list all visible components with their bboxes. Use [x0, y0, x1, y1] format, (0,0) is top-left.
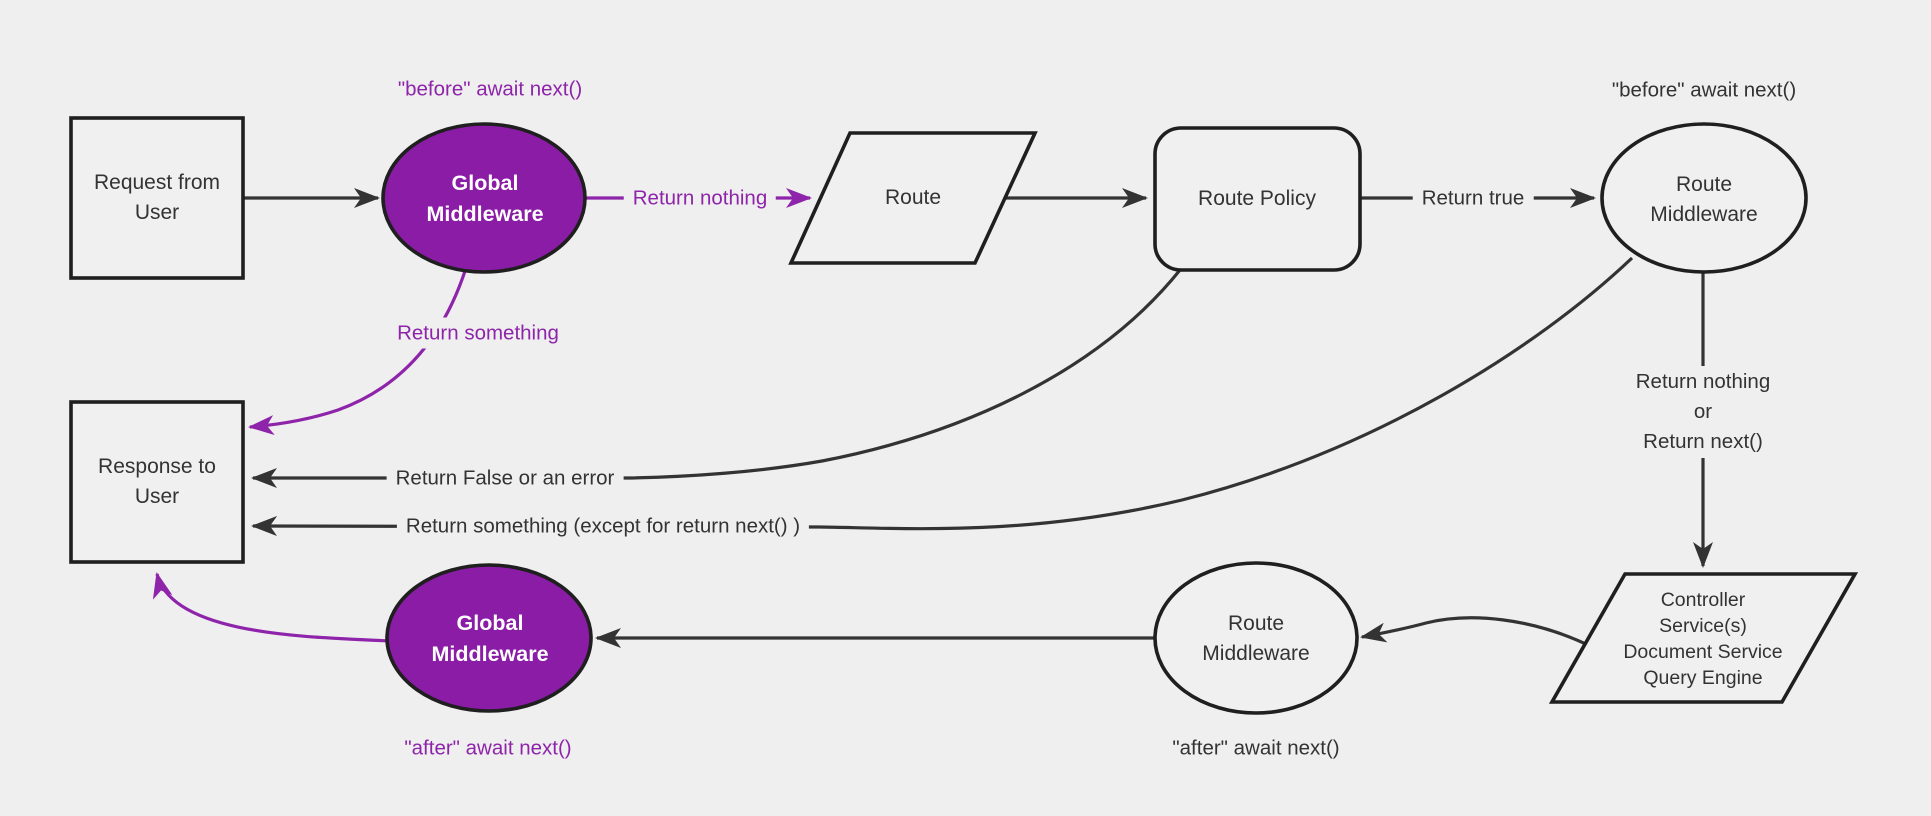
before-await-next-global-label: "before" await next() [397, 77, 583, 101]
node-controller-services [1548, 572, 1859, 704]
node-global-middleware-top [381, 122, 587, 274]
after-await-next-route-label: "after" await next() [1172, 736, 1340, 760]
edge-global-middleware-to-response [248, 267, 468, 436]
node-global-middleware-bottom [385, 563, 593, 713]
return-nothing-label: Return nothing [623, 182, 777, 214]
route-node-label: Route [884, 186, 942, 209]
route-policy-node-label: Route Policy [1198, 187, 1316, 210]
before-await-next-route-label: "before" await next() [1611, 78, 1797, 102]
node-route-middleware-bottom [1153, 561, 1359, 715]
edge-global-middleware-bottom-to-response [152, 572, 391, 643]
node-route [788, 131, 1038, 265]
return-false-or-error-label: Return False or an error [386, 462, 624, 494]
after-await-next-global-label: "after" await next() [404, 736, 572, 760]
node-request-from-user [69, 116, 245, 280]
response-node-label: Response to User [98, 455, 216, 508]
edge-route-policy-to-response [251, 268, 1182, 488]
node-route-policy [1153, 126, 1362, 272]
route-middleware-bottom-label: Route Middleware [1202, 612, 1310, 665]
global-middleware-bottom-label: Global Middleware [431, 611, 549, 666]
node-response-to-user [69, 400, 245, 564]
route-middleware-top-label: Route Middleware [1650, 173, 1758, 226]
return-something-label: Return something [388, 317, 568, 349]
return-nothing-or-next-label: Return nothing or Return next() [1626, 366, 1780, 458]
global-middleware-top-label: Global Middleware [426, 171, 544, 226]
request-node-label: Request from User [93, 171, 221, 224]
return-something-except-label: Return something (except for return next… [396, 510, 810, 542]
controller-node-label: Controller Service(s) Document Service Q… [1623, 589, 1783, 689]
edge-controller-to-route-middleware-bottom [1360, 616, 1591, 648]
return-true-label: Return true [1412, 182, 1534, 214]
edge-route-middleware-to-response [251, 256, 1634, 537]
node-route-middleware-top [1600, 122, 1808, 274]
